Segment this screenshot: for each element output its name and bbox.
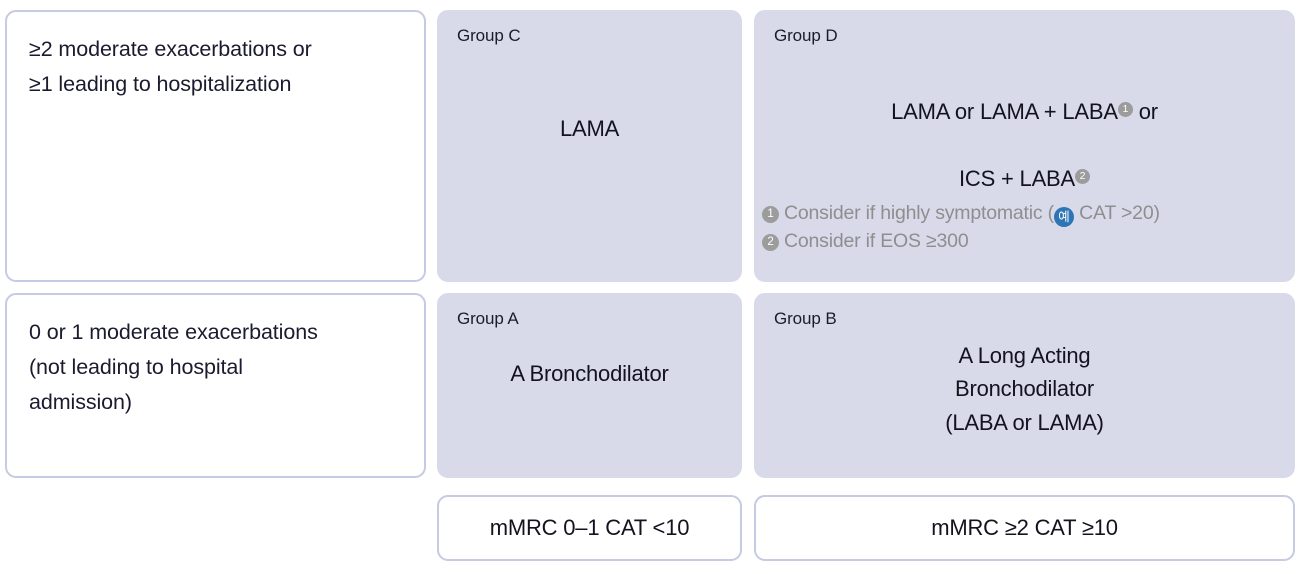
footnote-1-text-before: Consider if highly symptomatic (	[784, 202, 1054, 224]
exacerbation-history-high-risk-box: ≥2 moderate exacerbations or ≥1 leading …	[5, 10, 426, 282]
group-c-label: Group C	[457, 26, 521, 45]
footnote-2-text: Consider if EOS ≥300	[784, 229, 969, 252]
group-a-therapy: A Bronchodilator	[510, 361, 669, 386]
group-b-label: Group B	[774, 309, 837, 328]
footnote-badge-1-icon: 1	[762, 206, 779, 223]
exacerbation-history-low-risk-text: 0 or 1 moderate exacerbations (not leadi…	[29, 320, 318, 414]
group-c-therapy: LAMA	[559, 116, 620, 141]
symptom-threshold-low-box: mMRC 0–1 CAT <10	[437, 495, 742, 561]
group-a-box: Group A A Bronchodilator	[437, 293, 742, 478]
symptom-threshold-high-box: mMRC ≥2 CAT ≥10	[754, 495, 1295, 561]
exacerbation-history-high-risk-text: ≥2 moderate exacerbations or ≥1 leading …	[29, 37, 312, 96]
group-d-therapy-line-1-suffix: or	[1132, 99, 1158, 125]
footnote-marker-1-icon: 1	[1117, 102, 1133, 118]
footnote-item-1: 1 Consider if highly symptomatic (예 CAT >…	[762, 200, 1285, 228]
group-b-box: Group B A Long Acting Bronchodilator (LA…	[754, 293, 1295, 478]
footnote-badge-2-icon: 2	[762, 233, 779, 251]
footnote-marker-2-icon: 2	[1075, 169, 1090, 185]
group-d-therapy-line-2-text: ICS + LABA	[958, 166, 1075, 192]
footnote-item-2: 2 Consider if EOS ≥300	[762, 228, 1285, 256]
group-d-therapy-line-1-text: LAMA or LAMA + LABA	[891, 99, 1118, 125]
footnote-1-text-after: CAT >20)	[1073, 202, 1160, 224]
group-d-label: Group D	[774, 26, 838, 45]
exacerbation-history-low-risk-box: 0 or 1 moderate exacerbations (not leadi…	[5, 293, 426, 478]
group-c-box: Group C LAMA	[437, 10, 742, 282]
symptom-threshold-high-text: mMRC ≥2 CAT ≥10	[931, 515, 1118, 540]
group-d-footnotes: 1 Consider if highly symptomatic (예 CAT >…	[762, 200, 1285, 255]
symptom-threshold-low-text: mMRC 0–1 CAT <10	[489, 515, 690, 540]
korean-example-badge-icon: 예	[1053, 207, 1074, 227]
group-a-label: Group A	[457, 309, 519, 328]
group-b-therapy: A Long Acting Bronchodilator (LABA or LA…	[945, 343, 1104, 435]
